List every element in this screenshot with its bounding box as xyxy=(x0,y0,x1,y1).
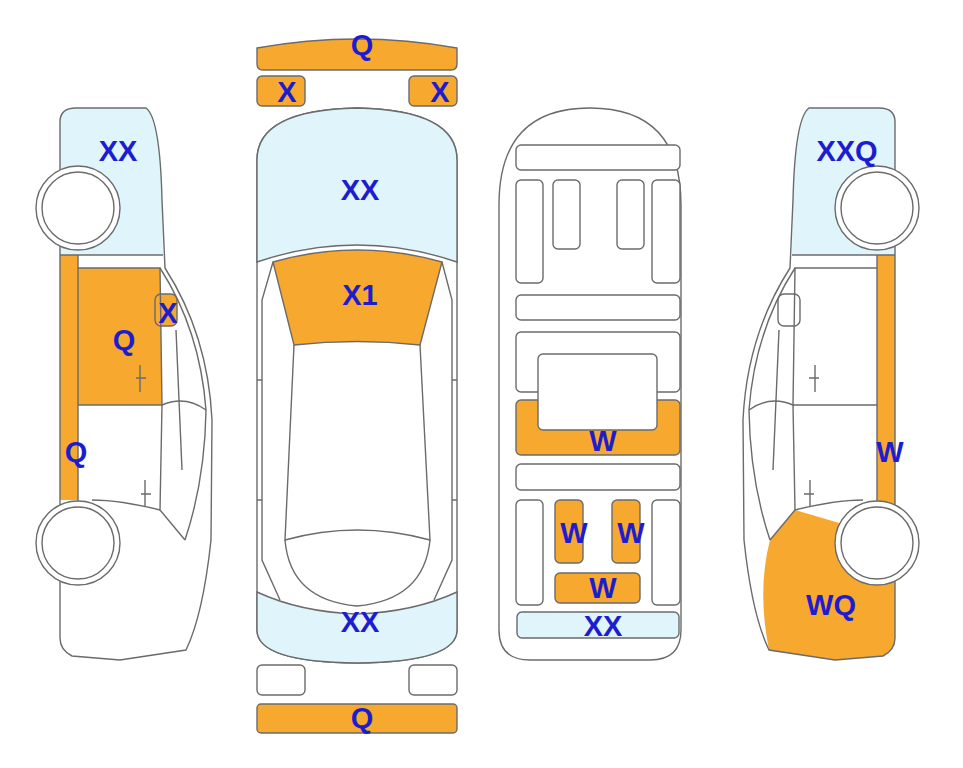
damage-code: W xyxy=(560,519,587,548)
damage-code: XX xyxy=(341,176,380,205)
damage-code: Q xyxy=(351,31,374,60)
damage-code: W xyxy=(876,438,903,467)
damage-code: Q xyxy=(351,704,374,733)
damage-code: Q xyxy=(113,326,136,355)
damage-code: X xyxy=(430,78,449,107)
damage-code: XX xyxy=(99,137,138,166)
left-side-view xyxy=(36,108,212,660)
damage-code: X xyxy=(277,78,296,107)
damage-code: W xyxy=(589,574,616,603)
damage-code: W xyxy=(589,427,616,456)
damage-code: X1 xyxy=(342,281,377,310)
damage-code: XX xyxy=(341,608,380,637)
damage-code: Q xyxy=(65,438,88,467)
underside-view xyxy=(499,108,681,660)
damage-code: W xyxy=(617,519,644,548)
damage-code: WQ xyxy=(806,591,856,620)
damage-code: XXQ xyxy=(816,137,877,166)
damage-code: XX xyxy=(584,612,623,641)
top-view xyxy=(257,39,457,733)
right-side-view xyxy=(743,108,919,660)
damage-code: X xyxy=(158,299,177,328)
